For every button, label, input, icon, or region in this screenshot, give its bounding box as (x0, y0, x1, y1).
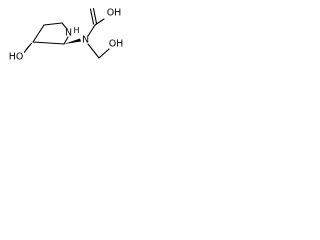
atom-label-ring-n: N (65, 28, 72, 39)
bond-c4-c5 (43, 22, 63, 26)
bond-ch2-oh (98, 48, 110, 59)
atom-label-oh-top: OH (107, 8, 122, 19)
stereo-wedge-bond-c2-n (64, 38, 81, 44)
bond-ccarbonyl-o-double-a (89, 8, 95, 25)
molecule-structure: HO N H N OH OH (9, 7, 124, 63)
atom-label-ho-left: HO (9, 52, 24, 63)
bond-c2-c3 (32, 41, 65, 45)
atom-label-carbamate-n: N (82, 35, 89, 46)
bond-c3-c4 (32, 24, 45, 43)
atom-label-oh-right: OH (109, 39, 124, 50)
atom-label-h-on-n: H (73, 26, 79, 35)
bond-c5-n1 (61, 22, 68, 30)
bond-n-ccarbonyl (87, 24, 96, 37)
bond-n-ch2 (87, 43, 100, 59)
bond-ccarbonyl-o-double-b (92, 7, 98, 25)
stereo-hashed-bond-c3-oh (23, 42, 33, 53)
bond-n1-c2 (63, 36, 69, 45)
